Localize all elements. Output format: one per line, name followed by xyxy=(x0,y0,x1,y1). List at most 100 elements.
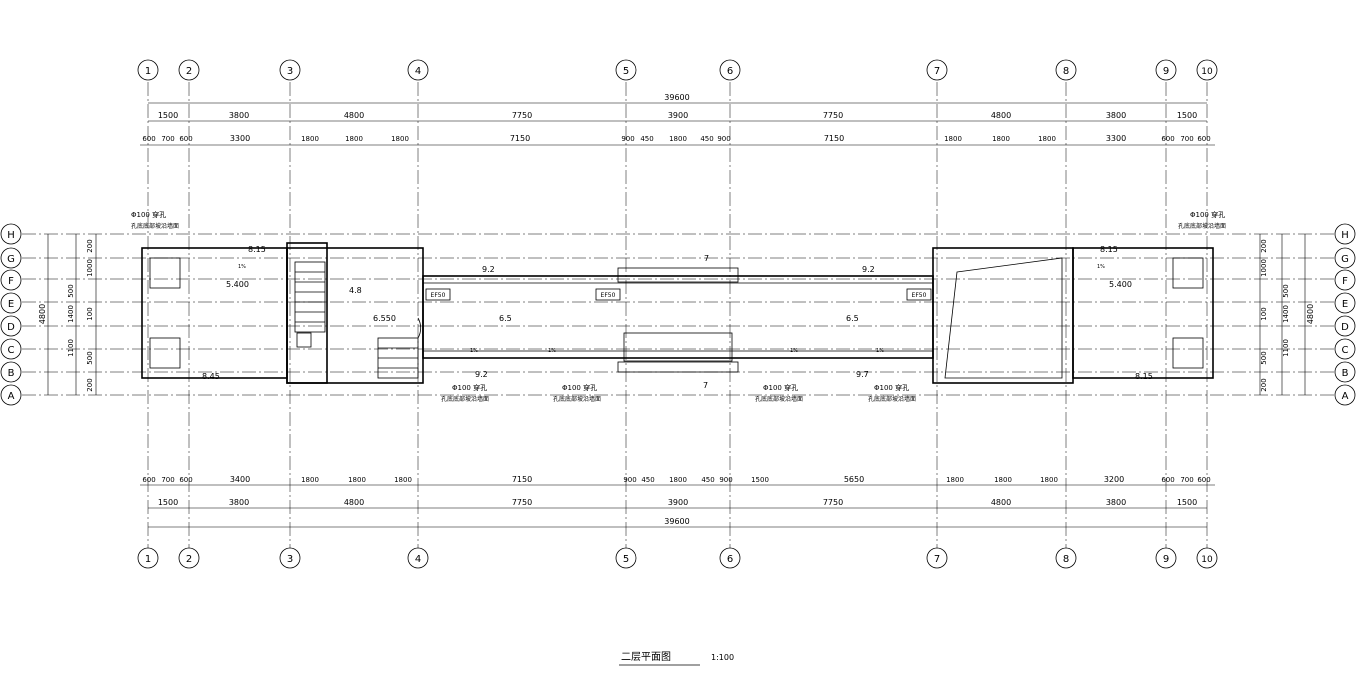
svg-text:E: E xyxy=(8,299,14,310)
svg-text:1400: 1400 xyxy=(1282,305,1290,323)
svg-text:4800: 4800 xyxy=(1306,304,1315,324)
svg-text:3: 3 xyxy=(287,554,293,565)
svg-text:1800: 1800 xyxy=(301,135,319,143)
annotation-notes: Φ100 穿孔 孔底底部坡沿墙面 Φ100 穿孔 孔底底部坡沿墙面 Φ100 穿… xyxy=(131,210,1226,403)
svg-text:H: H xyxy=(7,230,15,241)
svg-text:8.15: 8.15 xyxy=(248,245,266,254)
svg-text:3400: 3400 xyxy=(230,475,250,484)
svg-text:3300: 3300 xyxy=(1106,134,1126,143)
svg-text:700: 700 xyxy=(1180,135,1193,143)
svg-text:450: 450 xyxy=(700,135,713,143)
svg-text:5650: 5650 xyxy=(844,475,864,484)
svg-text:1800: 1800 xyxy=(669,476,687,484)
svg-text:600: 600 xyxy=(1197,135,1210,143)
svg-text:5.400: 5.400 xyxy=(1109,280,1132,289)
svg-text:1000: 1000 xyxy=(1260,259,1268,277)
svg-text:1500: 1500 xyxy=(1177,498,1197,507)
svg-text:孔底底部坡沿墙面: 孔底底部坡沿墙面 xyxy=(755,395,803,403)
svg-text:4800: 4800 xyxy=(991,111,1011,120)
side-dimensions: 4800 200 1000 500 1400 100 1100 500 200 … xyxy=(38,234,1315,395)
svg-text:200: 200 xyxy=(1260,378,1268,391)
vertical-axis-lines xyxy=(147,82,1208,548)
svg-text:D: D xyxy=(7,322,15,333)
svg-text:500: 500 xyxy=(1260,351,1268,364)
svg-text:8.15: 8.15 xyxy=(1135,372,1153,381)
bottom-total-dim: 39600 xyxy=(664,517,689,526)
svg-text:1500: 1500 xyxy=(158,498,178,507)
svg-text:1800: 1800 xyxy=(301,476,319,484)
left-row-bubbles: H G F E D C B A xyxy=(0,223,22,406)
svg-text:9.2: 9.2 xyxy=(862,265,875,274)
svg-text:7: 7 xyxy=(703,381,708,390)
col-label-1: 1 xyxy=(145,66,151,77)
svg-text:9.2: 9.2 xyxy=(482,265,495,274)
svg-text:G: G xyxy=(7,254,15,265)
col-label-7: 7 xyxy=(934,66,940,77)
svg-text:200: 200 xyxy=(86,378,94,391)
svg-text:Φ100 穿孔: Φ100 穿孔 xyxy=(1190,210,1225,219)
elevation-marks: 8.15 9.2 7 9.2 8.15 5.400 4.8 6.550 6.5 … xyxy=(202,245,1153,390)
svg-text:H: H xyxy=(1341,230,1349,241)
svg-text:孔底底部坡沿墙面: 孔底底部坡沿墙面 xyxy=(441,395,489,403)
svg-text:D: D xyxy=(1341,322,1349,333)
svg-text:Φ100 穿孔: Φ100 穿孔 xyxy=(452,383,487,392)
svg-text:1%: 1% xyxy=(238,264,246,270)
svg-text:1%: 1% xyxy=(876,348,884,354)
svg-text:5.400: 5.400 xyxy=(226,280,249,289)
svg-text:E: E xyxy=(1342,299,1348,310)
svg-text:B: B xyxy=(1342,368,1349,379)
right-row-bubbles: H G F E D C B A xyxy=(1334,223,1356,406)
svg-text:7: 7 xyxy=(934,554,940,565)
svg-text:7750: 7750 xyxy=(823,111,843,120)
svg-text:G: G xyxy=(1341,254,1349,265)
svg-text:孔底底部坡沿墙面: 孔底底部坡沿墙面 xyxy=(131,222,179,230)
svg-text:450: 450 xyxy=(701,476,714,484)
svg-text:EF50: EF50 xyxy=(601,292,616,299)
svg-text:900: 900 xyxy=(717,135,730,143)
svg-text:1100: 1100 xyxy=(1282,339,1290,357)
svg-text:孔底底部坡沿墙面: 孔底底部坡沿墙面 xyxy=(868,395,916,403)
svg-text:4.8: 4.8 xyxy=(349,286,362,295)
building-walls xyxy=(141,242,1214,384)
svg-text:1%: 1% xyxy=(790,348,798,354)
svg-text:C: C xyxy=(8,345,15,356)
svg-text:700: 700 xyxy=(1180,476,1193,484)
svg-text:5: 5 xyxy=(623,554,629,565)
svg-text:6.5: 6.5 xyxy=(846,314,859,323)
svg-text:Φ100 穿孔: Φ100 穿孔 xyxy=(562,383,597,392)
svg-text:1800: 1800 xyxy=(1038,135,1056,143)
svg-text:500: 500 xyxy=(86,351,94,364)
svg-text:2: 2 xyxy=(186,554,192,565)
svg-text:7750: 7750 xyxy=(823,498,843,507)
svg-text:B: B xyxy=(8,368,15,379)
col-label-10: 10 xyxy=(1201,67,1213,77)
horizontal-axis-lines xyxy=(22,233,1335,396)
svg-text:7750: 7750 xyxy=(512,498,532,507)
bottom-column-bubbles: 1 2 3 4 5 6 7 8 9 10 xyxy=(137,547,1218,569)
svg-text:3900: 3900 xyxy=(668,498,688,507)
col-label-4: 4 xyxy=(415,66,421,77)
svg-text:450: 450 xyxy=(640,135,653,143)
svg-text:1800: 1800 xyxy=(348,476,366,484)
svg-text:600: 600 xyxy=(142,135,155,143)
svg-text:Φ100 穿孔: Φ100 穿孔 xyxy=(874,383,909,392)
svg-text:4800: 4800 xyxy=(344,111,364,120)
svg-text:4800: 4800 xyxy=(38,304,47,324)
svg-text:F: F xyxy=(8,276,14,287)
svg-text:1800: 1800 xyxy=(669,135,687,143)
bottom-dimension-lines: 600 700 600 3400 1800 1800 1800 7150 900… xyxy=(140,475,1215,528)
svg-text:C: C xyxy=(1342,345,1349,356)
svg-text:500: 500 xyxy=(67,284,75,297)
svg-text:700: 700 xyxy=(161,135,174,143)
drawing-scale: 1:100 xyxy=(711,653,734,662)
svg-text:1800: 1800 xyxy=(1040,476,1058,484)
svg-text:7750: 7750 xyxy=(512,111,532,120)
svg-text:1%: 1% xyxy=(470,348,478,354)
svg-text:600: 600 xyxy=(1161,135,1174,143)
svg-text:1000: 1000 xyxy=(86,259,94,277)
svg-text:Φ100 穿孔: Φ100 穿孔 xyxy=(763,383,798,392)
svg-text:1800: 1800 xyxy=(394,476,412,484)
svg-text:700: 700 xyxy=(161,476,174,484)
svg-text:1800: 1800 xyxy=(345,135,363,143)
